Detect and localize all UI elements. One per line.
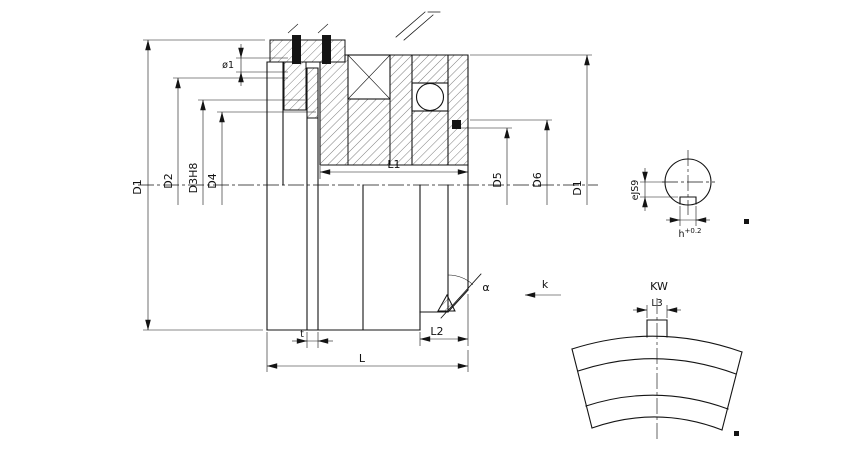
dimension-d1-right: D1 xyxy=(470,54,592,205)
dimension-l1: L1 xyxy=(319,158,469,179)
dimension-l: L xyxy=(266,332,469,372)
keyway-height-base: h xyxy=(678,229,684,240)
dimension-d3h8: D3H8 xyxy=(187,99,305,205)
keyway-sector-view: KW L3 xyxy=(571,280,743,440)
dim-label-d5: D5 xyxy=(491,172,504,187)
dim-label-l1: L1 xyxy=(387,158,400,171)
dimension-d5: D5 xyxy=(456,127,512,205)
surface-mark-icon xyxy=(395,11,441,41)
hub-strip-section-a xyxy=(283,61,307,111)
mid-wall-section xyxy=(389,54,413,166)
bearing-ball xyxy=(415,82,445,112)
main-section-view: α k xyxy=(138,11,598,331)
chamfer-detail-section xyxy=(437,293,456,312)
dim-label-d1-left: D1 xyxy=(131,179,144,194)
dimension-keyway-height: h+0.2 xyxy=(666,206,710,240)
dimension-d6: D6 xyxy=(470,119,552,205)
dim-label-l3: L3 xyxy=(651,298,662,309)
dim-label-d6: D6 xyxy=(531,172,544,187)
ball-pocket-upper-section xyxy=(411,54,449,84)
end-cap-section xyxy=(269,39,346,63)
dim-label-d2: D2 xyxy=(162,173,175,188)
ball-bearing-symbol xyxy=(411,82,449,112)
view-k-title: KW xyxy=(650,280,668,293)
flange-wall-section xyxy=(447,54,469,166)
section-hatching xyxy=(269,39,469,312)
shaft-end-detail-view: eJS9 h+0.2 xyxy=(630,150,715,240)
dimension-phi1: ø1 xyxy=(222,44,288,86)
print-dot-lower xyxy=(734,431,739,436)
dimensions-main-view: D1 D2 D3H8 D4 D5 D6 xyxy=(131,39,592,372)
seal-tick-marks xyxy=(287,23,329,34)
dimension-d4: D4 xyxy=(206,111,316,205)
dim-label-d3h8: D3H8 xyxy=(187,163,200,194)
inner-race-section xyxy=(347,98,391,166)
seal-left xyxy=(292,35,301,64)
view-arrow-k: k xyxy=(524,278,561,298)
dim-label-d1-right: D1 xyxy=(571,180,584,195)
keyway-height-tol: +0.2 xyxy=(685,227,702,235)
dimension-t: t xyxy=(292,329,333,348)
dim-label-alpha: α xyxy=(482,281,489,294)
keyway-slot xyxy=(679,196,697,205)
circlip xyxy=(452,120,461,129)
roller-bearing-symbol xyxy=(347,54,391,100)
dim-label-d4: D4 xyxy=(206,173,219,188)
sector-keyway-notch xyxy=(646,319,668,338)
housing-left-wall-section xyxy=(319,54,349,166)
ball-pocket-lower-section xyxy=(411,110,449,166)
dimension-keyway-width: eJS9 xyxy=(630,168,678,211)
dimension-d1-left: D1 xyxy=(131,39,265,331)
dim-label-t: t xyxy=(300,329,304,340)
sector-outline xyxy=(571,335,743,431)
dimension-d2: D2 xyxy=(162,77,288,205)
dim-label-l2: L2 xyxy=(430,325,443,338)
dim-label-phi1: ø1 xyxy=(222,60,234,71)
shaft-seals xyxy=(287,23,331,64)
hub-strip-section-b xyxy=(306,67,319,119)
keyway-width-label: eJS9 xyxy=(630,180,641,201)
print-dot-upper xyxy=(744,219,749,224)
chamfer-angle-annotation: α xyxy=(440,273,490,319)
seal-right xyxy=(322,35,331,64)
dimension-l2: L2 xyxy=(419,294,469,346)
keyway-height-label: h+0.2 xyxy=(678,227,701,240)
dim-label-l: L xyxy=(359,352,366,365)
view-arrow-label-k: k xyxy=(542,278,549,291)
dimension-l3: L3 xyxy=(633,298,681,318)
